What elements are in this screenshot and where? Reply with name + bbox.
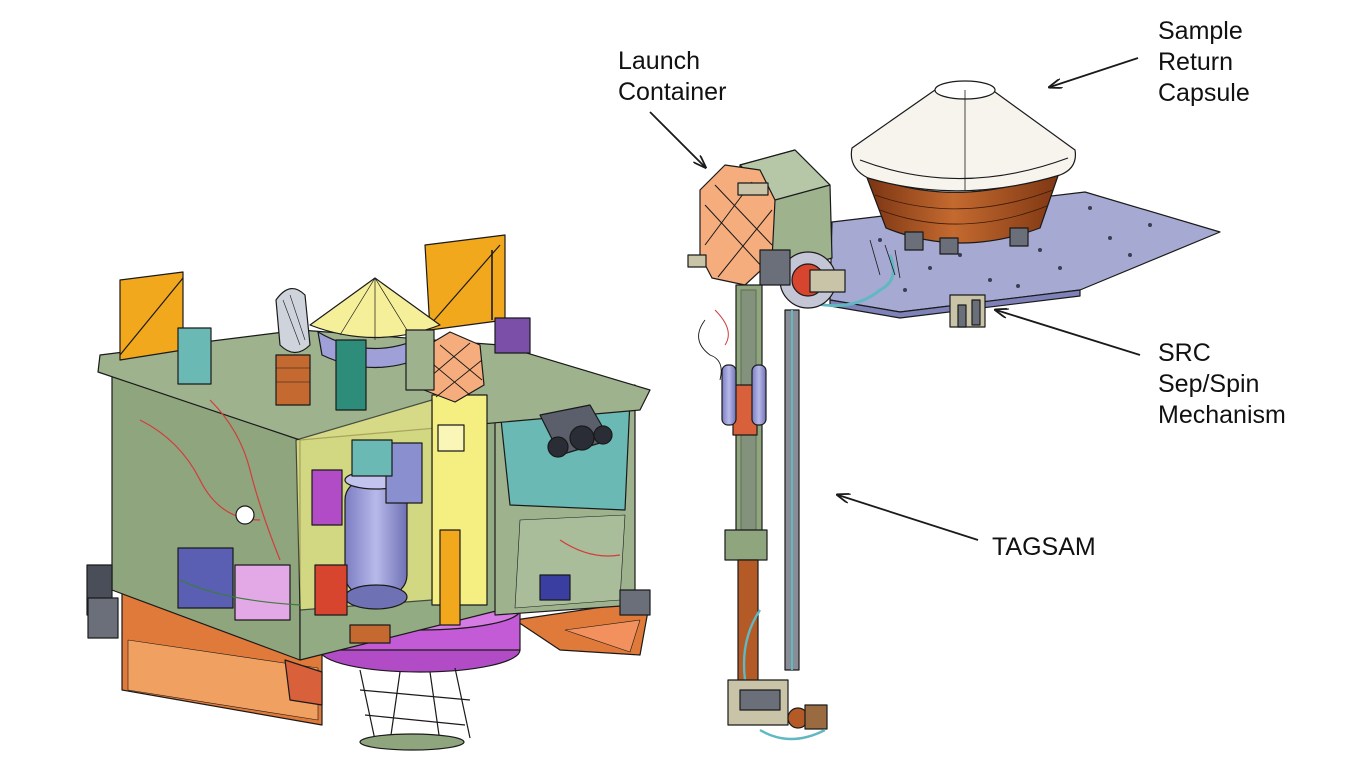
label-launch-container-line-2: Container	[618, 78, 727, 106]
avionics-boxes	[177, 317, 571, 644]
arrow-launch-container	[649, 111, 705, 167]
sample-return-capsule	[850, 80, 1077, 255]
src-sep-spin-mechanism	[949, 294, 986, 328]
label-src-line-2: Return	[1158, 48, 1234, 76]
label-mech-line-2: Sep/Spin	[1158, 370, 1260, 398]
label-mech-line-3: Mechanism	[1158, 401, 1286, 429]
tagsam-arm	[698, 284, 800, 691]
label-src-line-3: Capsule	[1158, 79, 1250, 107]
launch-adapter-legs	[359, 667, 471, 751]
tagsam-shoulder-joint	[759, 249, 846, 309]
label-tagsam: TAGSAM	[992, 532, 1096, 563]
label-src-line-1: Sample	[1158, 17, 1243, 45]
camera-suite	[539, 404, 613, 458]
solar-panel-flaps	[119, 234, 506, 361]
callout-arrows	[649, 57, 1141, 541]
arrow-tagsam	[838, 495, 979, 541]
label-tagsam-line-1: TAGSAM	[992, 533, 1096, 561]
launch-container	[687, 149, 833, 286]
label-sample-return-capsule: Sample Return Capsule	[1158, 16, 1250, 109]
arrow-sample-return-capsule	[1050, 57, 1139, 87]
label-launch-container: Launch Container	[618, 46, 726, 108]
arrow-src-mechanism	[996, 310, 1141, 356]
spacecraft-bus	[86, 234, 651, 751]
tagsam-assembly	[687, 80, 1221, 741]
label-launch-container-line-1: Launch	[618, 47, 701, 75]
bus-launch-container	[405, 329, 485, 403]
high-gain-antenna	[275, 288, 311, 406]
label-mech-line-1: SRC	[1158, 339, 1211, 367]
label-src-mechanism: SRC Sep/Spin Mechanism	[1158, 338, 1286, 431]
tagsam-head	[727, 679, 828, 741]
